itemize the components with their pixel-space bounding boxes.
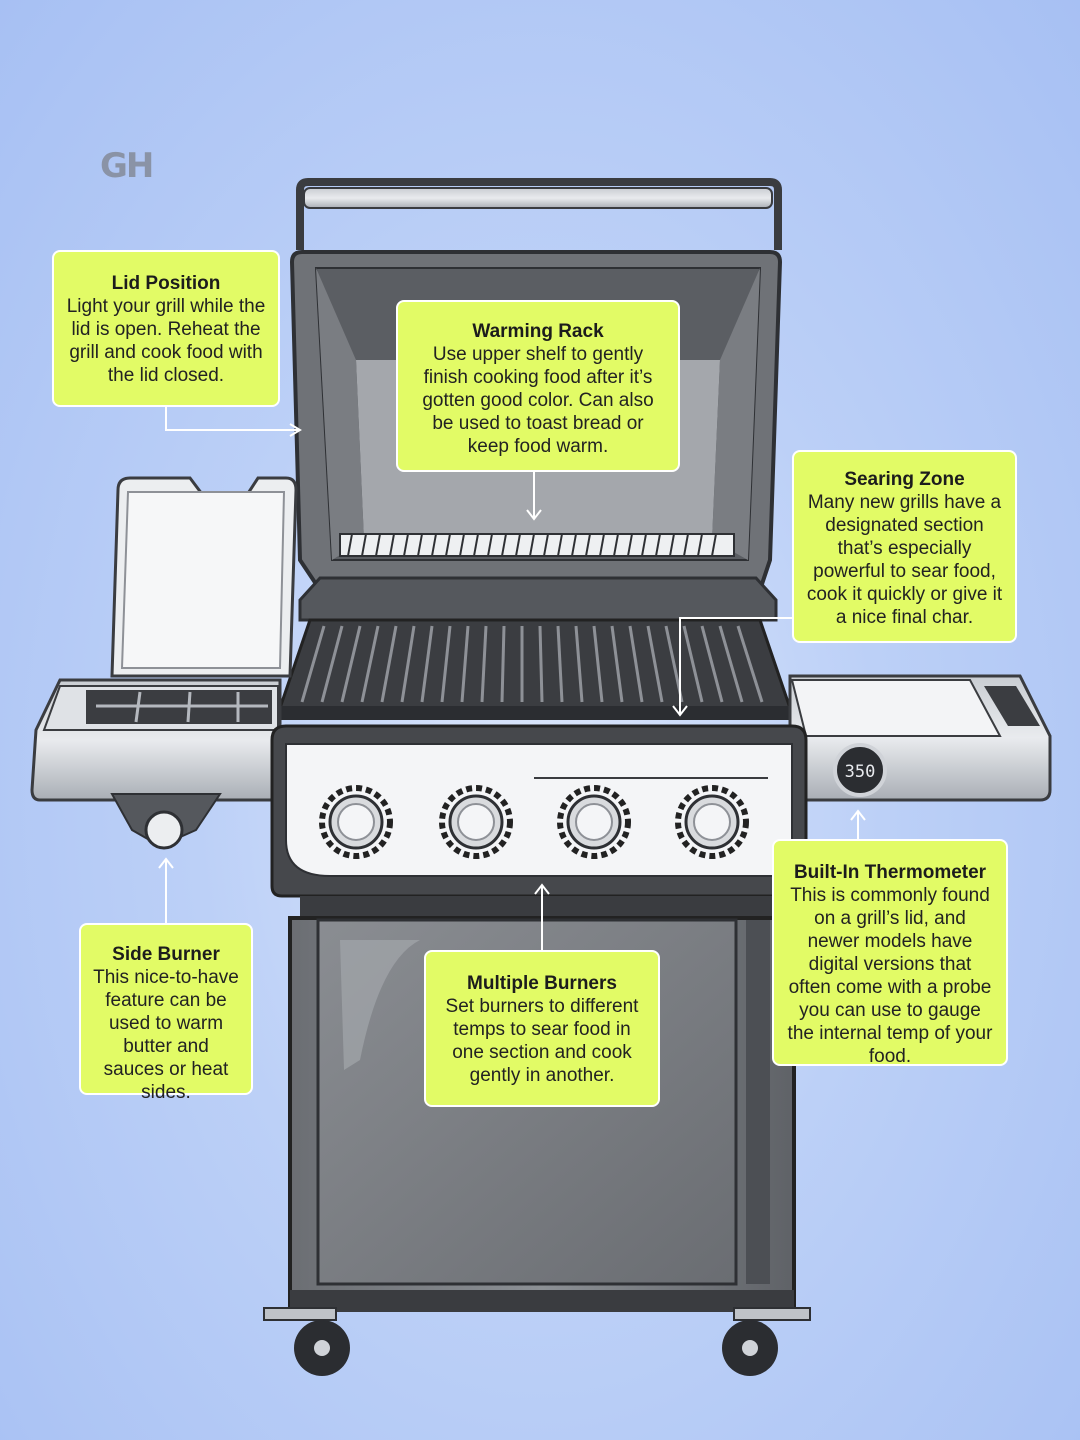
callout-warming-rack: Warming Rack Use upper shelf to gently f… [396,300,680,472]
callout-title: Side Burner [112,944,220,965]
callout-title: Searing Zone [844,469,965,490]
callout-text: Set burners to different temps to sear f… [445,996,639,1086]
callout-multiple-burners: Multiple Burners Set burners to differen… [424,950,660,1107]
callout-text: Use upper shelf to gently finish cooking… [422,344,654,457]
callout-text: Light your grill while the lid is open. … [66,296,266,386]
callout-lid-position: Lid Position Light your grill while the … [52,250,280,407]
burner-knob-2 [439,785,513,859]
callout-text: This is commonly found on a grill’s lid,… [787,885,993,1067]
callout-title: Multiple Burners [467,973,617,994]
left-side-shelf [30,476,298,850]
control-panel [270,724,808,898]
gh-logo: GH [100,146,154,186]
callout-side-burner: Side Burner This nice-to-have feature ca… [79,923,253,1103]
burner-knobs [319,785,749,859]
cooking-grates [277,618,793,720]
thermometer-readout: 350 [845,762,876,782]
right-side-shelf [788,674,1052,802]
grill-cabinet [288,896,796,1312]
callout-built-in-thermometer: Built-In Thermometer This is commonly fo… [772,839,1008,1067]
callout-title: Built-In Thermometer [793,862,987,883]
warming-rack [339,533,735,557]
callout-title: Lid Position [111,273,221,294]
digital-thermometer: 350 [833,743,887,797]
burner-knob-3 [557,785,631,859]
lid-handle [296,178,782,250]
callout-title: Warming Rack [472,321,604,342]
burner-knob-1 [319,785,393,859]
callout-text: This nice-to-have feature can be used to… [93,967,239,1103]
callout-searing-zone: Searing Zone Many new grills have a desi… [792,450,1017,643]
burner-knob-4 [675,785,749,859]
callout-text: Many new grills have a designated sectio… [806,492,1003,628]
grill-wheels [263,1307,811,1376]
